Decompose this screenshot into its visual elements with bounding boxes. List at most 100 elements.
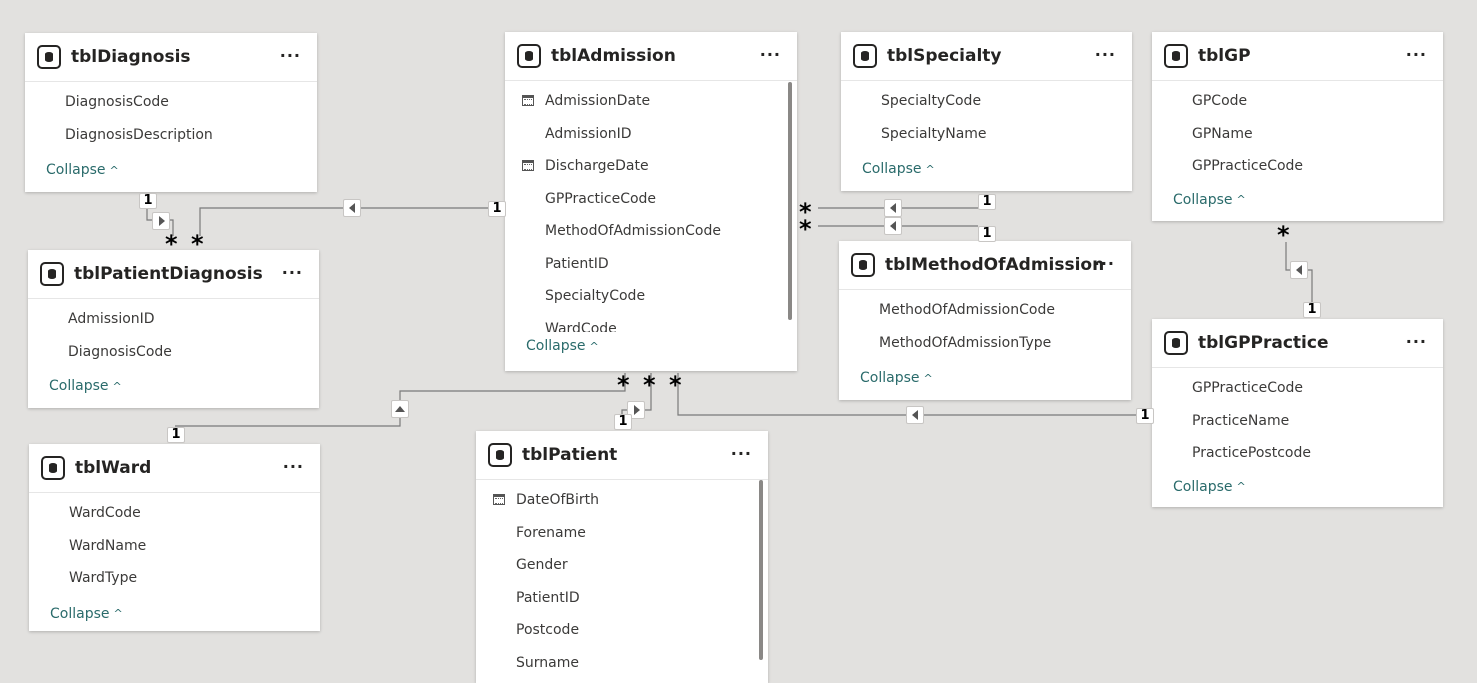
collapse-label: Collapse <box>1173 478 1233 495</box>
table-card-specialty[interactable]: tblSpecialty ··· SpecialtyCode Specialty… <box>841 32 1132 191</box>
field-item[interactable]: GPPracticeCode <box>505 183 797 216</box>
cardinality-one-label: 1 <box>488 201 506 217</box>
table-card-method-of-admission[interactable]: tblMethodOfAdmission ··· MethodOfAdmissi… <box>839 241 1131 400</box>
field-list: MethodOfAdmissionCode MethodOfAdmissionT… <box>839 290 1131 359</box>
field-item[interactable]: DateOfBirth <box>476 484 768 517</box>
field-item[interactable]: WardCode <box>29 497 320 530</box>
field-label: Gender <box>516 557 568 574</box>
collapse-label: Collapse <box>49 378 109 394</box>
filter-direction-icon[interactable] <box>343 199 361 217</box>
field-item[interactable]: MethodOfAdmissionCode <box>839 294 1131 327</box>
table-card-header[interactable]: tblGP ··· <box>1152 32 1443 81</box>
cardinality-many-label: * <box>165 230 178 258</box>
table-card-header[interactable]: tblWard ··· <box>29 444 320 493</box>
table-card-header[interactable]: tblMethodOfAdmission ··· <box>839 241 1131 290</box>
table-card-diagnosis[interactable]: tblDiagnosis ··· DiagnosisCode Diagnosis… <box>25 33 317 192</box>
table-card-header[interactable]: tblAdmission ··· <box>505 32 797 81</box>
field-label: Postcode <box>516 622 580 639</box>
field-item[interactable]: GPCode <box>1152 85 1443 118</box>
table-icon <box>853 44 877 68</box>
table-card-header[interactable]: tblDiagnosis ··· <box>25 33 317 82</box>
filter-direction-icon[interactable] <box>906 406 924 424</box>
table-card-admission[interactable]: tblAdmission ··· AdmissionDate Admission… <box>505 32 797 371</box>
field-item[interactable]: SpecialtyName <box>841 118 1132 151</box>
chevron-up-icon: ^ <box>112 379 122 393</box>
field-item[interactable]: SpecialtyCode <box>841 85 1132 118</box>
field-item[interactable]: DischargeDate <box>505 150 797 183</box>
calendar-icon <box>522 95 534 106</box>
field-item[interactable]: SpecialtyCode <box>505 280 797 313</box>
field-label: GPPracticeCode <box>1192 158 1304 175</box>
filter-direction-icon[interactable] <box>1290 261 1308 279</box>
filter-direction-icon[interactable] <box>884 217 902 235</box>
more-options-button[interactable]: ··· <box>730 444 752 463</box>
collapse-button[interactable]: Collapse ^ <box>505 333 797 359</box>
filter-direction-icon[interactable] <box>884 199 902 217</box>
more-options-button[interactable]: ··· <box>1405 332 1427 351</box>
field-label: PatientID <box>516 589 580 606</box>
field-item[interactable]: AdmissionID <box>505 118 797 151</box>
table-card-ward[interactable]: tblWard ··· WardCode WardName WardType C… <box>29 444 320 631</box>
field-item[interactable]: Forename <box>476 517 768 550</box>
filter-direction-icon[interactable] <box>391 400 409 418</box>
table-card-header[interactable]: tblPatient ··· <box>476 431 768 480</box>
collapse-button[interactable]: Collapse ^ <box>839 365 1131 391</box>
more-options-button[interactable]: ··· <box>1093 254 1115 273</box>
field-item[interactable]: PracticePostcode <box>1152 437 1443 470</box>
table-card-gp-practice[interactable]: tblGPPractice ··· GPPracticeCode Practic… <box>1152 319 1443 507</box>
collapse-button[interactable]: Collapse ^ <box>1152 187 1443 213</box>
field-item[interactable]: WardType <box>29 562 320 595</box>
field-item[interactable]: WardCode <box>505 313 797 332</box>
filter-direction-icon[interactable] <box>152 212 170 230</box>
field-item[interactable]: PracticeName <box>1152 405 1443 438</box>
field-item[interactable]: GPName <box>1152 118 1443 151</box>
field-item[interactable]: DiagnosisDescription <box>25 119 317 152</box>
field-list: AdmissionDate AdmissionID DischargeDate … <box>505 81 797 332</box>
field-item[interactable]: GPPracticeCode <box>1152 150 1443 183</box>
field-item[interactable]: MethodOfAdmissionType <box>839 327 1131 360</box>
collapse-button[interactable]: Collapse ^ <box>28 373 319 399</box>
field-item[interactable]: DiagnosisCode <box>28 336 319 369</box>
field-label: GPPracticeCode <box>545 190 657 207</box>
field-label: SpecialtyCode <box>881 93 982 110</box>
collapse-button[interactable]: Collapse ^ <box>29 601 320 627</box>
table-card-header[interactable]: tblPatientDiagnosis ··· <box>28 250 319 299</box>
collapse-button[interactable]: Collapse ^ <box>1152 474 1443 500</box>
vertical-scrollbar[interactable] <box>788 82 792 320</box>
table-card-header[interactable]: tblSpecialty ··· <box>841 32 1132 81</box>
more-options-button[interactable]: ··· <box>1094 45 1116 64</box>
table-card-patient-diagnosis[interactable]: tblPatientDiagnosis ··· AdmissionID Diag… <box>28 250 319 408</box>
field-item[interactable]: Postcode <box>476 614 768 647</box>
more-options-button[interactable]: ··· <box>282 457 304 476</box>
field-item[interactable]: MethodOfAdmissionCode <box>505 215 797 248</box>
field-label: MethodOfAdmissionCode <box>879 302 1055 319</box>
field-label: DischargeDate <box>545 158 649 175</box>
field-item[interactable]: GPPracticeCode <box>1152 372 1443 405</box>
field-item[interactable]: Surname <box>476 647 768 680</box>
more-options-button[interactable]: ··· <box>281 263 303 282</box>
cardinality-one-label: 1 <box>614 414 632 430</box>
table-card-gp[interactable]: tblGP ··· GPCode GPName GPPracticeCode C… <box>1152 32 1443 221</box>
field-item[interactable]: PatientID <box>505 248 797 281</box>
cardinality-many-label: * <box>191 230 204 258</box>
collapse-button[interactable]: Collapse ^ <box>25 157 317 183</box>
field-item[interactable]: AdmissionDate <box>505 85 797 118</box>
collapse-button[interactable]: Collapse ^ <box>841 156 1132 182</box>
table-title: tblPatientDiagnosis <box>74 264 263 284</box>
field-item[interactable]: AdmissionID <box>28 303 319 336</box>
field-label: GPName <box>1192 125 1253 142</box>
more-options-button[interactable]: ··· <box>1405 45 1427 64</box>
field-label: AdmissionDate <box>545 93 651 110</box>
more-options-button[interactable]: ··· <box>759 45 781 64</box>
chevron-up-icon: ^ <box>109 163 119 177</box>
field-item[interactable]: WardName <box>29 530 320 563</box>
field-item[interactable]: DiagnosisCode <box>25 86 317 119</box>
field-label: PatientID <box>545 255 609 272</box>
table-card-patient[interactable]: tblPatient ··· DateOfBirth Forename Gend… <box>476 431 768 683</box>
field-item[interactable]: PatientID <box>476 582 768 615</box>
vertical-scrollbar[interactable] <box>759 480 763 660</box>
more-options-button[interactable]: ··· <box>279 46 301 65</box>
table-card-header[interactable]: tblGPPractice ··· <box>1152 319 1443 368</box>
field-item[interactable]: Gender <box>476 549 768 582</box>
collapse-label: Collapse <box>50 605 110 622</box>
